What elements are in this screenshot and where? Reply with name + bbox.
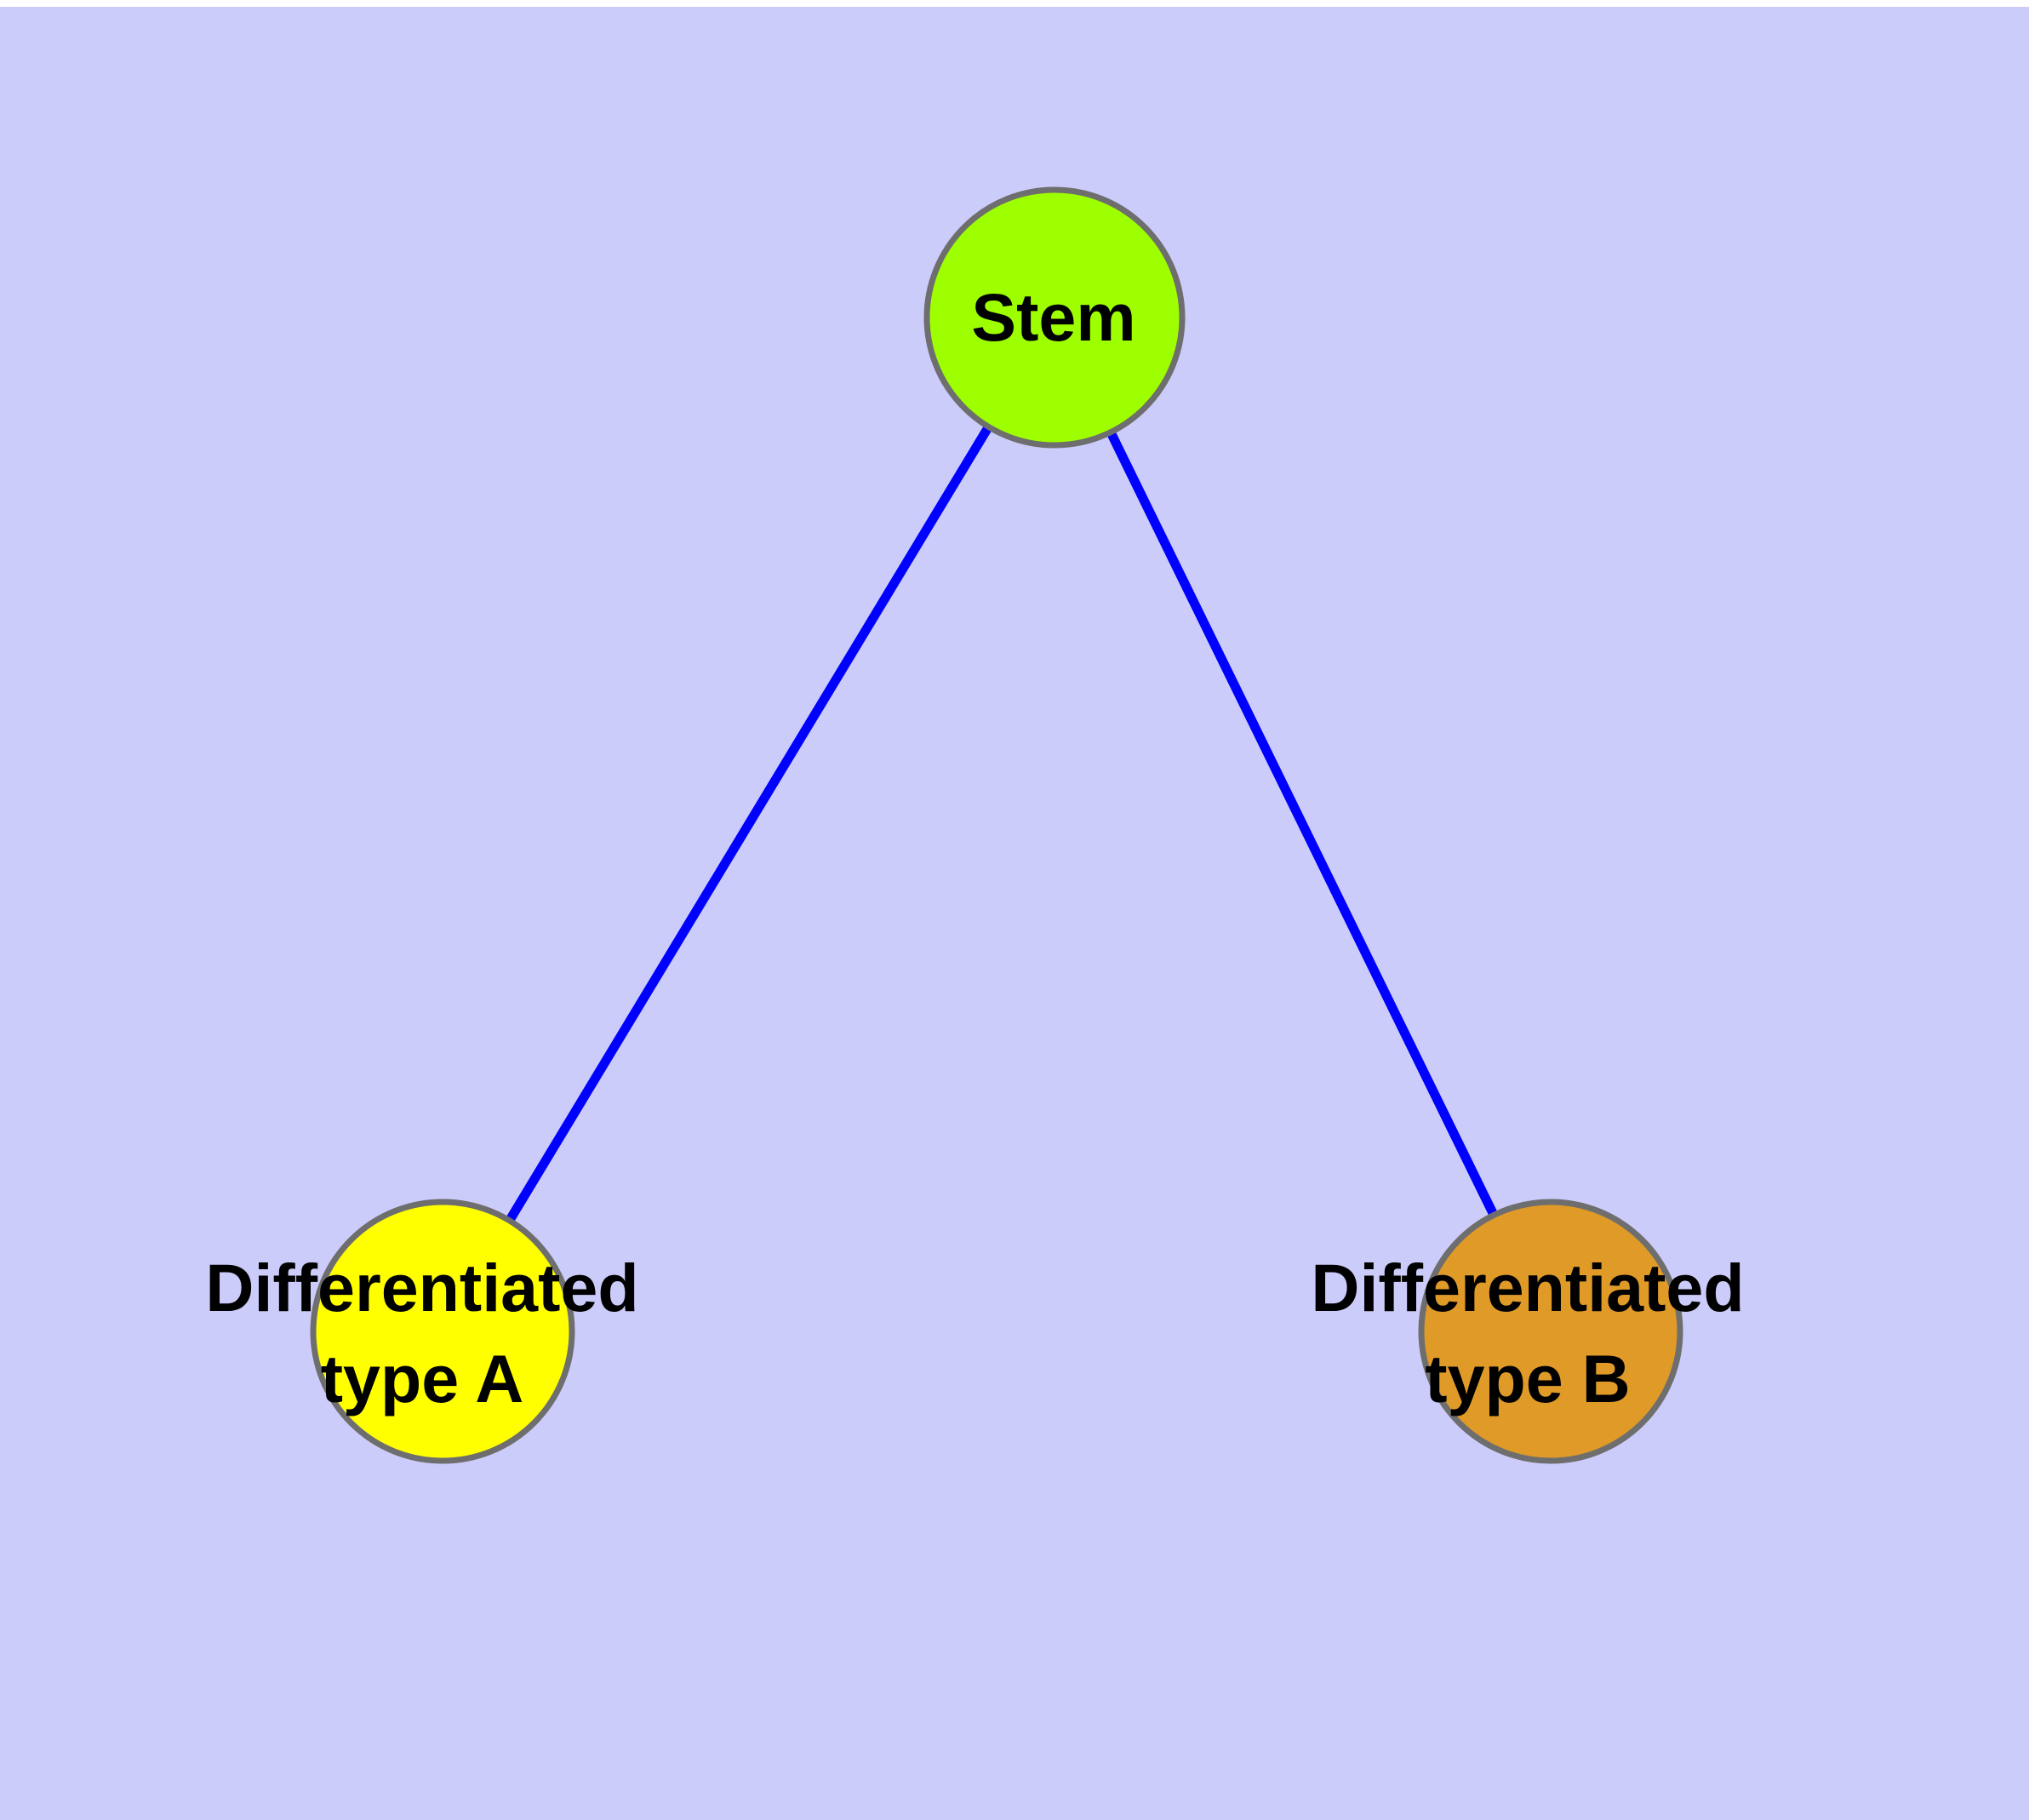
- node-stem[interactable]: [923, 186, 1186, 449]
- node-differentiated-type-a-label-line1: Differentiated: [205, 1250, 638, 1325]
- edge-stem-to-differentiated-type-a[interactable]: [438, 315, 1059, 1334]
- node-layer: [310, 186, 1683, 1464]
- node-differentiated-type-b-label-line1: Differentiated: [1311, 1250, 1744, 1325]
- node-differentiated-type-b[interactable]: [1418, 1199, 1683, 1464]
- edge-stem-to-differentiated-type-b[interactable]: [1050, 315, 1555, 1334]
- node-stem-label: Stem: [971, 279, 1135, 355]
- edge-layer: [438, 315, 1555, 1334]
- node-differentiated-type-a-label-line2: type A: [321, 1341, 524, 1417]
- node-differentiated-type-b-label-line2: type B: [1425, 1341, 1630, 1417]
- label-layer: Stem Differentiated type A Differentiate…: [205, 279, 1744, 1417]
- node-differentiated-type-a[interactable]: [310, 1199, 575, 1464]
